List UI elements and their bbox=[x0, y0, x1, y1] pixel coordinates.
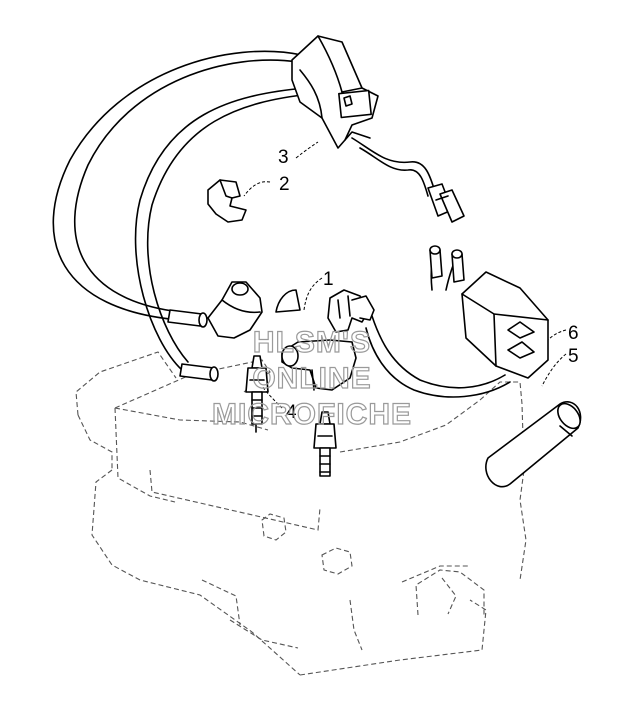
callout-5: 5 bbox=[568, 346, 579, 367]
protective-sleeve bbox=[485, 401, 582, 488]
coil-primary-lead bbox=[351, 137, 465, 223]
callout-6: 6 bbox=[568, 323, 579, 344]
callout-4: 4 bbox=[286, 402, 297, 423]
ignition-coil bbox=[291, 35, 379, 149]
lead-terminal-left bbox=[167, 309, 208, 328]
callout-leaders bbox=[243, 141, 567, 409]
spark-plug-caps-assembly bbox=[207, 281, 375, 391]
callout-3: 3 bbox=[278, 147, 289, 168]
callout-2: 2 bbox=[279, 174, 290, 195]
callout-1: 1 bbox=[323, 269, 334, 290]
lead-terminal-lower bbox=[179, 363, 219, 382]
module-connector-terminals bbox=[429, 245, 465, 283]
coil-clamp-bracket bbox=[207, 179, 247, 223]
high-tension-leads bbox=[52, 50, 311, 371]
spark-plug-left bbox=[245, 355, 269, 433]
watermark: HLSM'S ONLINE MICROFICHE bbox=[211, 325, 412, 431]
watermark-line-1: HLSM'S bbox=[253, 326, 371, 359]
watermark-line-2: ONLINE bbox=[252, 362, 371, 395]
cdi-module bbox=[461, 271, 549, 379]
engine-block-outline bbox=[75, 351, 527, 676]
spark-plug-right bbox=[313, 411, 337, 477]
watermark-line-3: MICROFICHE bbox=[212, 398, 412, 431]
